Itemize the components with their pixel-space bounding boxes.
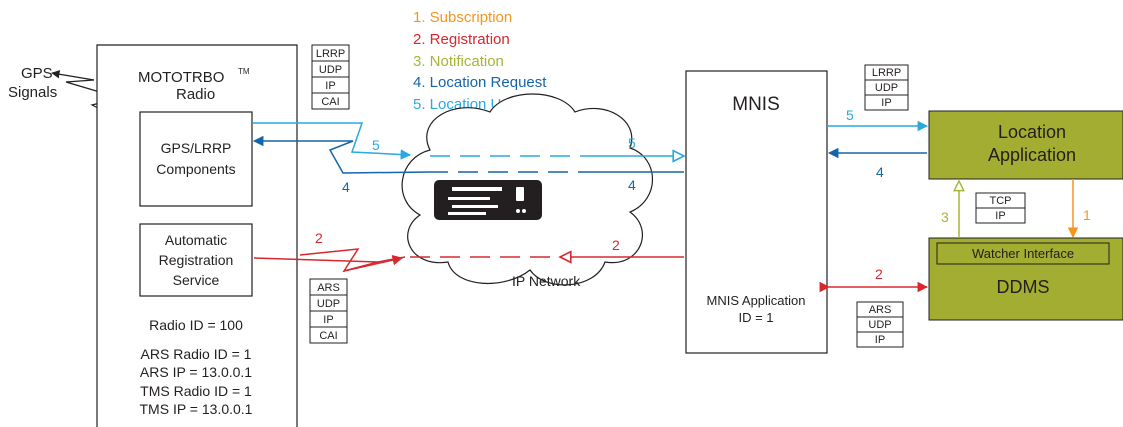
stack-cell: IP bbox=[325, 80, 335, 92]
watcher-interface-label: Watcher Interface bbox=[972, 246, 1074, 261]
ars-label-line1: Automatic bbox=[165, 232, 227, 248]
stack-cell: UDP bbox=[868, 319, 891, 331]
stack-cell: UDP bbox=[319, 64, 342, 76]
mnis-app-line2: ID = 1 bbox=[738, 310, 773, 325]
legend: 1. Subscription 2. Registration 3. Notif… bbox=[413, 9, 547, 113]
ars-radio-id: ARS Radio ID = 1 bbox=[141, 346, 252, 362]
radio-trademark: TM bbox=[238, 67, 250, 76]
legend-item-notification: 3. Notification bbox=[413, 53, 504, 70]
protocol-stack-radio-lrrp: LRRP UDP IP CAI bbox=[311, 44, 350, 110]
arrow-label-3: 3 bbox=[941, 209, 949, 225]
location-application-box bbox=[928, 110, 1123, 180]
arrow-notification: 3 bbox=[941, 181, 959, 238]
gps-label-line1: GPS bbox=[21, 65, 53, 82]
tms-ip: TMS IP = 13.0.0.1 bbox=[140, 401, 253, 417]
mototrbo-radio: MOTOTRBO TM Radio GPS/LRRP Components Au… bbox=[96, 44, 298, 427]
stack-cell: IP bbox=[323, 314, 333, 326]
protocol-stack-radio-ars: ARS UDP IP CAI bbox=[309, 278, 348, 344]
radio-subtitle: Radio bbox=[176, 86, 215, 103]
stack-cell: TCP bbox=[990, 195, 1012, 207]
protocol-stack-tcp-ip: TCP IP bbox=[975, 192, 1026, 224]
arrow-location-request: 4 4 4 bbox=[252, 135, 927, 195]
ip-network-label: IP Network bbox=[512, 273, 581, 289]
stack-cell: ARS bbox=[869, 304, 892, 316]
legend-item-registration: 2. Registration bbox=[413, 31, 510, 48]
ars-label-line2: Registration bbox=[159, 252, 234, 268]
ip-network-cloud: IP Network bbox=[401, 93, 653, 289]
mnis-box bbox=[685, 70, 828, 354]
arrow-label-2-left: 2 bbox=[315, 230, 323, 246]
arrow-label-2-right: 2 bbox=[875, 266, 883, 282]
tms-radio-id: TMS Radio ID = 1 bbox=[140, 383, 252, 399]
stack-cell: LRRP bbox=[316, 48, 345, 60]
stack-cell: CAI bbox=[321, 96, 339, 108]
location-app-line1: Location bbox=[998, 122, 1066, 142]
arrow-label-5-left: 5 bbox=[372, 137, 380, 153]
arrow-subscription: 1 bbox=[1067, 179, 1091, 239]
arrow-label-5-mid: 5 bbox=[628, 135, 636, 151]
stack-cell: IP bbox=[881, 97, 891, 109]
ars-ip: ARS IP = 13.0.0.1 bbox=[140, 364, 252, 380]
gps-lrrp-label-line2: Components bbox=[156, 161, 235, 177]
gps-label-line2: Signals bbox=[8, 84, 57, 101]
arrow-label-5-right: 5 bbox=[846, 107, 854, 123]
stack-cell: CAI bbox=[319, 330, 337, 342]
arrow-label-4-right: 4 bbox=[876, 164, 884, 180]
legend-item-location-request: 4. Location Request bbox=[413, 74, 547, 91]
protocol-stack-ddms-ars: ARS UDP IP bbox=[856, 301, 904, 348]
gps-lrrp-components-box bbox=[139, 111, 253, 207]
gps-lrrp-label-line1: GPS/LRRP bbox=[161, 140, 232, 156]
mnis-app-line1: MNIS Application bbox=[707, 293, 806, 308]
watcher-interface-box bbox=[936, 242, 1110, 265]
ars-service-box bbox=[139, 223, 253, 297]
ddms: Watcher Interface DDMS bbox=[928, 237, 1123, 321]
arrow-label-4-mid: 4 bbox=[628, 177, 636, 193]
stack-cell: IP bbox=[875, 334, 885, 346]
stack-cell: LRRP bbox=[872, 67, 901, 79]
ars-label-line3: Service bbox=[173, 272, 220, 288]
ddms-title: DDMS bbox=[997, 277, 1050, 297]
stack-cell: ARS bbox=[317, 282, 340, 294]
mnis-title: MNIS bbox=[732, 94, 780, 115]
radio-title: MOTOTRBO bbox=[138, 69, 224, 86]
legend-item-subscription: 1. Subscription bbox=[413, 9, 512, 26]
arrow-label-1: 1 bbox=[1083, 207, 1091, 223]
arrow-registration: 2 2 2 bbox=[253, 230, 929, 293]
protocol-stack-mnis-lrrp: LRRP UDP IP bbox=[864, 64, 909, 111]
location-application: Location Application bbox=[928, 110, 1123, 180]
location-app-line2: Application bbox=[988, 145, 1076, 165]
stack-cell: IP bbox=[995, 210, 1005, 222]
arrow-label-4-left: 4 bbox=[342, 179, 350, 195]
radio-id: Radio ID = 100 bbox=[149, 317, 243, 333]
stack-cell: UDP bbox=[875, 82, 898, 94]
arrow-label-2-mid: 2 bbox=[612, 237, 620, 253]
stack-cell: UDP bbox=[317, 298, 340, 310]
mnis: MNIS MNIS Application ID = 1 bbox=[685, 70, 828, 354]
arrow-location-update: 5 5 5 bbox=[252, 107, 929, 156]
gps-signal-return bbox=[51, 70, 95, 81]
